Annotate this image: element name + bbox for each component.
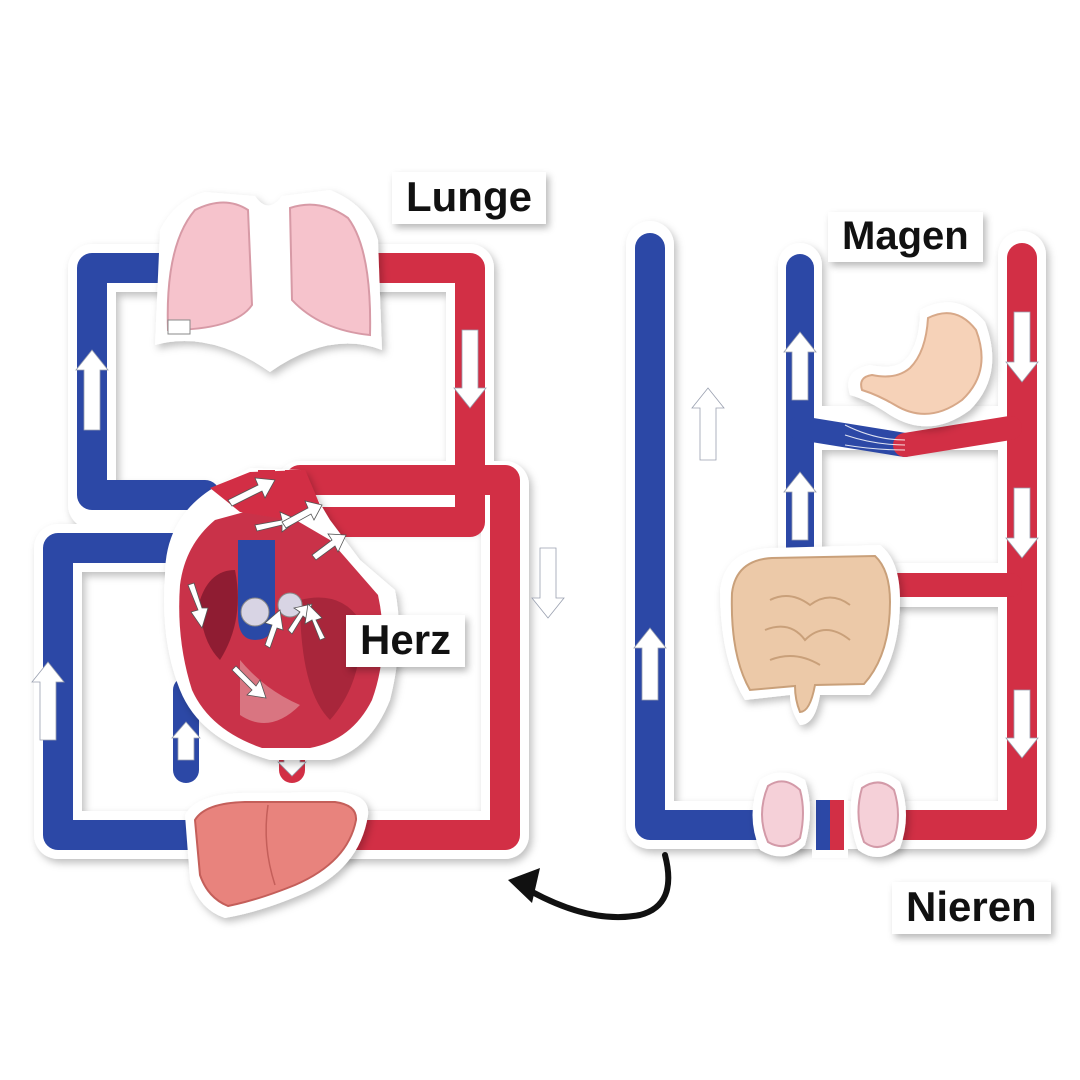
flow-arrow-icon bbox=[187, 477, 347, 699]
label-lunge: Lunge bbox=[392, 172, 546, 224]
flow-arrow-icon bbox=[633, 311, 1039, 759]
aorta-body bbox=[885, 243, 1037, 840]
stomach-icon bbox=[848, 302, 993, 427]
vena-cava-body bbox=[635, 233, 775, 840]
label-nieren: Nieren bbox=[892, 882, 1051, 934]
lung-icon bbox=[155, 190, 382, 372]
stomach-artery bbox=[893, 416, 1022, 457]
label-herz: Herz bbox=[346, 615, 466, 667]
aorta-loop bbox=[285, 465, 520, 850]
left-circuit bbox=[31, 244, 565, 859]
vena-cava-loop bbox=[43, 533, 255, 850]
liver-icon bbox=[185, 792, 369, 918]
intestine-icon bbox=[720, 545, 900, 725]
capillaries-stomach bbox=[844, 424, 906, 451]
stomach-vein bbox=[788, 416, 917, 457]
right-circuit bbox=[626, 221, 1046, 858]
curved-arrow-icon bbox=[508, 852, 672, 921]
label-magen: Magen bbox=[828, 212, 983, 262]
kidney-icon bbox=[752, 772, 906, 858]
